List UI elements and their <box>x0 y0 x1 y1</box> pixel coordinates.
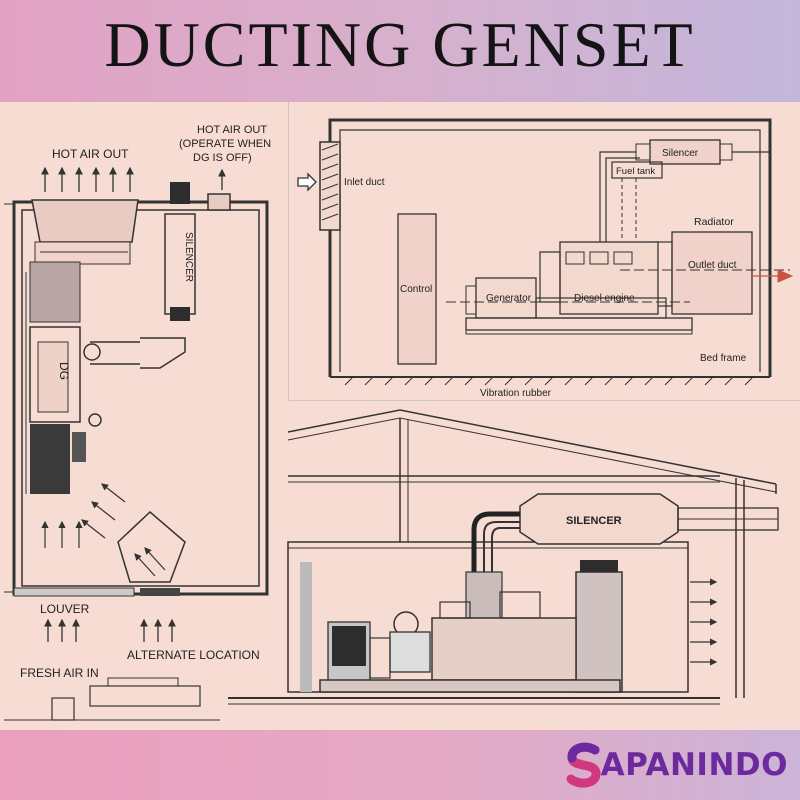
generator-label: Generator <box>486 293 532 304</box>
brand-logo: APANINDO <box>565 742 788 788</box>
floor-plan-diagram: SILENCER DG <box>4 166 269 721</box>
inlet-duct-label: Inlet duct <box>344 177 385 188</box>
hot-air-out-arrows <box>41 166 226 192</box>
left-silencer-label: SILENCER <box>183 232 194 282</box>
brand-name: APANINDO <box>600 747 788 783</box>
radiator-label: Radiator <box>694 216 734 228</box>
bed-frame-label: Bed frame <box>700 353 747 364</box>
schematic-silencer-label: Silencer <box>662 148 699 159</box>
diagram-area: SILENCER DG <box>0 102 800 730</box>
footer-banner: APANINDO <box>0 730 800 800</box>
air-flow-arrows <box>41 483 126 548</box>
genset-schematic <box>297 118 794 386</box>
dg-label: DG <box>57 362 71 380</box>
elevation-drawing <box>228 409 779 705</box>
elevation-silencer-label: SILENCER <box>566 515 622 527</box>
hot-air-out-label: HOT AIR OUT <box>52 147 129 161</box>
fuel-tank-label: Fuel tank <box>616 166 655 177</box>
louver-label: LOUVER <box>40 602 90 616</box>
control-label: Control <box>400 284 432 295</box>
vibration-rubber-label: Vibration rubber <box>480 388 552 399</box>
diesel-engine-label: Diesel engine <box>574 293 635 304</box>
fresh-air-in-label: FRESH AIR IN <box>20 666 99 680</box>
outlet-duct-label: Outlet duct <box>688 260 737 271</box>
header-banner: DUCTING GENSET <box>0 0 800 102</box>
hot-air-out-dg-off-line3: DG IS OFF) <box>193 152 252 164</box>
hot-air-out-dg-off-line2: (OPERATE WHEN <box>179 138 271 150</box>
page-title: DUCTING GENSET <box>104 9 696 80</box>
hot-air-out-dg-off-line1: HOT AIR OUT <box>197 124 267 136</box>
alternate-location-label: ALTERNATE LOCATION <box>127 648 260 662</box>
brand-s-icon <box>566 742 601 788</box>
ducting-diagrams: SILENCER DG <box>4 118 794 721</box>
panel-divider-vertical <box>288 102 289 402</box>
panel-divider-horizontal <box>288 400 800 401</box>
